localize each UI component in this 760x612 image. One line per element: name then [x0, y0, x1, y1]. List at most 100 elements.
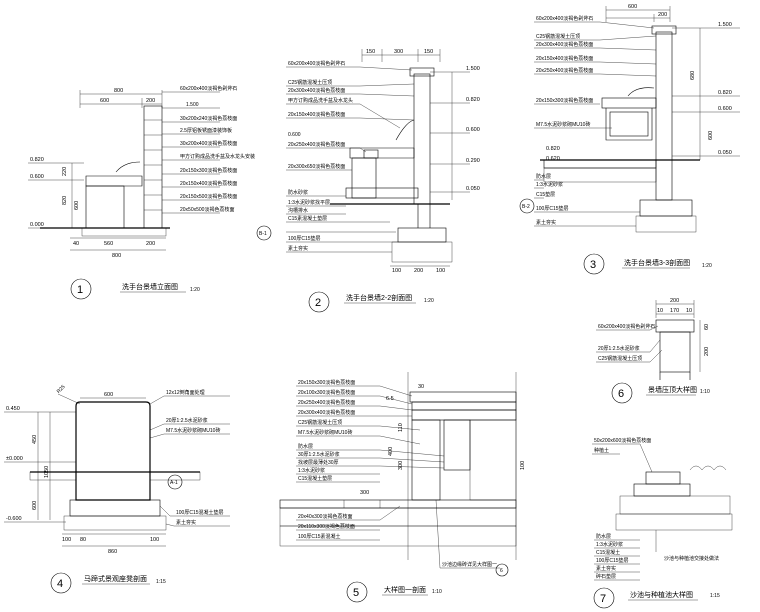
- d2-label-12: 100厚C15垫层: [288, 235, 321, 242]
- d7-number: 7: [600, 593, 606, 605]
- d1-label-1: 1.500: [186, 102, 199, 108]
- d1-label-0: 60x200x400淡褐色剁斧石: [180, 85, 237, 92]
- d2-level-1: 0.820: [466, 97, 480, 103]
- d4-title: 马蹄式景观座凳剖面: [84, 574, 147, 583]
- d4-section-marker: A-1: [170, 480, 178, 486]
- d4-level-2: -0.600: [6, 516, 22, 522]
- d3-level-0: 1.500: [718, 22, 732, 28]
- d3-label-11: C15垫层: [536, 191, 555, 198]
- d4-vdim-1: 1050: [44, 466, 50, 478]
- d7-label-0: 50x200x600淡褐色荔枝面: [594, 437, 651, 444]
- d4-scale: 1:15: [156, 579, 166, 585]
- d1-label-5: 甲方订购成品洗手盆及水龙头安装: [180, 153, 255, 160]
- d3-label-6: M7.5水泥砂浆砌MU10砖: [536, 121, 590, 128]
- d3-label-2: 20x300x400淡褐色荔枝面: [536, 41, 593, 48]
- d4-dim-bottom-1: 80: [80, 537, 86, 543]
- d3-vdim-1: 600: [708, 131, 714, 140]
- d4-vdim-2: 600: [32, 501, 38, 510]
- d5-label-7: 30厚1:2.5水泥砂浆: [298, 451, 340, 458]
- d7-label-5: 100厚C15垫层: [596, 557, 629, 564]
- d2-level-3: 0.290: [466, 158, 480, 164]
- d1-label-3: 2.5厚铝板锈面漆装饰板: [180, 127, 232, 134]
- d1-dim-bottom-3: 800: [112, 253, 121, 259]
- d1-dim-top-2: 200: [146, 98, 155, 104]
- d2-label-2: 20x300x400淡褐色荔枝面: [288, 87, 345, 94]
- d3-label-7: 0.820: [546, 146, 560, 152]
- d3-scale: 1:20: [702, 263, 712, 269]
- d5-label-10: C15混凝土垫层: [298, 475, 332, 482]
- d4-dim-bottom-3: 860: [108, 549, 117, 555]
- d5-label-3: 20x300x400淡褐色荔枝面: [298, 409, 355, 416]
- d2-label-8: 防水砂浆: [288, 189, 308, 196]
- d5-dim-6: 100: [520, 461, 526, 470]
- d7-title: 沙池与种植池大样图: [630, 590, 693, 599]
- d3-number: 3: [590, 259, 596, 271]
- d2-label-9: 1:3水泥砂浆找平层: [288, 199, 330, 206]
- d5-label-13: 100厚C15素混凝土: [298, 533, 341, 540]
- d1-dim-top-1: 600: [100, 98, 109, 104]
- d5-dim-2: 300: [360, 490, 369, 496]
- d5-dim-4: 300: [398, 461, 404, 470]
- d1-level-1: 0.600: [30, 174, 44, 180]
- d2-label-6: 20x250x400淡褐色荔枝面: [288, 141, 345, 148]
- d2-label-3: 甲方订购成品洗手盆及水龙头: [288, 97, 353, 104]
- d3-dim-top-1: 200: [658, 12, 667, 18]
- d5-section-marker: 6: [500, 568, 503, 574]
- d1-label-4: 30x200x400淡褐色荔枝面: [180, 140, 237, 147]
- d5-title: 大样图一剖面: [384, 585, 426, 594]
- d5-leaders: [296, 385, 445, 541]
- d5-number: 5: [353, 587, 359, 599]
- detail-7-edge: 50x200x600淡褐色荔枝面 种植土 防水层 1:3水泥砂浆 C15混凝土 …: [592, 437, 733, 609]
- d3-title: 洗手台景墙3-3剖面图: [624, 258, 690, 267]
- d4-dim-bottom-2: 100: [150, 537, 159, 543]
- d3-vdim-0: 680: [690, 71, 696, 80]
- d3-leaders: [534, 21, 657, 227]
- d5-label-11: 20x40x300淡褐色荔枝面: [298, 513, 352, 520]
- d6-scale: 1:10: [700, 389, 710, 395]
- d3-level-2: 0.600: [718, 106, 732, 112]
- detail-5-section: 20x150x300淡褐色荔枝面 20x100x300淡褐色荔枝面 20x250…: [279, 372, 526, 603]
- d3-level-1: 0.820: [718, 90, 732, 96]
- d5-label-6: 防水层: [298, 443, 313, 450]
- d5-dim-5: 400: [388, 447, 394, 456]
- d1-dim-top-0: 800: [114, 88, 123, 94]
- d2-number: 2: [315, 297, 321, 309]
- d3-level-3: 0.050: [718, 150, 732, 156]
- d1-vdim-2: 600: [74, 201, 80, 210]
- d2-level-4: 0.050: [466, 186, 480, 192]
- d2-label-7: 20x300x650淡褐色荔枝面: [288, 163, 345, 170]
- d1-label-2: 30x200x240淡褐色荔枝面: [180, 115, 237, 122]
- d1-label-7: 20x150x400淡褐色荔枝面: [180, 180, 237, 187]
- d2-level-0: 1.500: [466, 66, 480, 72]
- d4-number: 4: [57, 578, 63, 590]
- d2-dim-bottom-1: 200: [414, 268, 423, 274]
- d1-dim-bottom-0: 40: [73, 241, 79, 247]
- d2-leaders: [286, 66, 415, 253]
- d5-label-5: M7.5水泥砂浆砌MU10砖: [298, 429, 352, 436]
- d2-scale: 1:20: [424, 298, 434, 304]
- d2-label-11: C15素混凝土垫层: [288, 215, 327, 222]
- d4-label-5: 100厚C15混凝土垫层: [176, 509, 224, 516]
- d3-label-4: 20x250x400淡褐色荔枝面: [536, 67, 593, 74]
- d5-label-1: 20x100x300淡褐色荔枝面: [298, 389, 355, 396]
- d1-vdim-1: 820: [62, 196, 68, 205]
- d6-dim-top-2: 170: [670, 308, 679, 314]
- d5-dim-0: 6.5: [386, 396, 394, 402]
- d2-dim-top-0: 150: [366, 49, 375, 55]
- d2-levels: [430, 71, 470, 200]
- d3-section-marker: B-2: [522, 204, 530, 210]
- d2-label-10: 沟槽排水: [288, 207, 308, 214]
- d5-scale: 1:10: [432, 589, 442, 595]
- d1-level-0: 0.820: [30, 157, 44, 163]
- d4-dim-bottom-0: 100: [62, 537, 71, 543]
- d6-vdim-1: 200: [704, 347, 710, 356]
- d5-dim-1: 30: [418, 384, 424, 390]
- d7-label-1: 种植土: [594, 447, 609, 454]
- d5-label-2: 20x250x400淡褐色荔枝面: [298, 399, 355, 406]
- d1-title: 洗手台景墙立面图: [122, 282, 178, 291]
- d1-level-2: 0.000: [30, 222, 44, 228]
- d3-label-13: 素土夯实: [536, 219, 556, 226]
- d7-scale: 1:15: [710, 593, 720, 599]
- d4-level-0: 0.450: [6, 406, 20, 412]
- d3-label-10: 1:3水泥砂浆: [536, 181, 563, 188]
